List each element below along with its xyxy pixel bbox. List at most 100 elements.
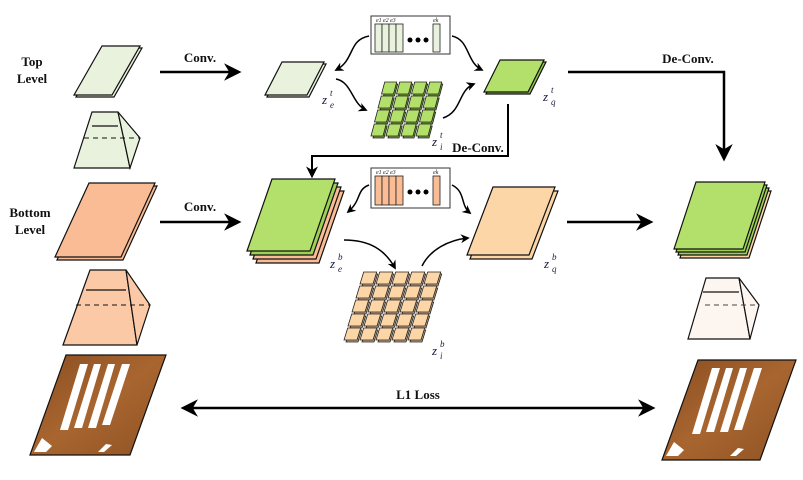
bottom-zq-feature-map	[466, 186, 559, 260]
grid-tile	[395, 81, 413, 95]
grid-tile	[373, 109, 391, 123]
grid-tile	[411, 313, 430, 327]
grid-tile	[359, 271, 378, 285]
top-codebook-e3: e3	[390, 18, 396, 24]
bottom-codebook-ek: ek	[433, 170, 439, 176]
grid-tile	[403, 109, 421, 123]
top-deconv-right-label: De-Conv.	[662, 51, 714, 66]
top-zi-to-zq-arrow	[442, 82, 476, 119]
bottom-zq-variable: z b q	[543, 252, 557, 274]
grid-tile	[391, 327, 410, 341]
grid-tile	[347, 313, 366, 327]
grid-tile	[415, 299, 434, 313]
bottom-level-label: Bottom Level	[9, 205, 50, 237]
grid-tile	[387, 285, 406, 299]
grid-tile	[363, 313, 382, 327]
reconstructed-image	[661, 359, 797, 461]
grid-tile	[407, 271, 426, 285]
bottom-zi-grid	[343, 271, 443, 343]
grid-tile	[385, 123, 402, 137]
bottom-codebook: e1 e2 e3 ek	[370, 167, 451, 209]
top-input-feature-map	[72, 45, 144, 98]
bottom-zq-sup: b	[552, 252, 557, 262]
top-zi-grid	[370, 81, 444, 139]
bottom-ze-base: z	[329, 256, 335, 271]
bottom-zi-sup: b	[440, 339, 445, 349]
top-conv-label: Conv.	[184, 50, 216, 65]
bottom-ze-to-zi-arrow	[343, 239, 396, 270]
top-input-volume	[73, 111, 141, 171]
bottom-conv-label: Conv.	[184, 199, 216, 214]
top-ze-sup: t	[330, 88, 333, 98]
bottom-codebook-e2: e2	[383, 170, 389, 176]
grid-tile	[425, 81, 443, 95]
top-zi-base: z	[431, 134, 437, 149]
bottom-ze-variable: z b e	[329, 252, 343, 274]
top-codebook-to-zq-arrow	[451, 35, 484, 71]
l1-loss-label: L1 Loss	[396, 387, 440, 402]
top-ze-sub: e	[330, 100, 334, 110]
bottom-codebook-to-zq-arrow	[451, 184, 472, 215]
grid-tile	[370, 123, 387, 137]
top-deconv-down-arrow	[306, 104, 509, 179]
top-deconv-right-arrow	[568, 70, 733, 162]
input-image	[29, 354, 167, 456]
top-zi-sup: t	[440, 130, 443, 140]
top-zi-variable: z t i	[431, 130, 443, 152]
grid-tile	[375, 327, 394, 341]
grid-tile	[403, 285, 422, 299]
bottom-codebook-vectors	[374, 175, 441, 206]
bottom-codebook-e1: e1	[376, 170, 382, 176]
top-zq-sub: q	[551, 97, 556, 107]
grid-tile	[392, 95, 409, 109]
top-deconv-down-label: De-Conv.	[452, 140, 504, 155]
grid-tile	[395, 313, 414, 327]
top-ze-feature-map	[264, 61, 327, 98]
top-level-label-line1: Top	[21, 54, 42, 69]
top-codebook-vectors	[374, 23, 441, 53]
bottom-level-label-line1: Bottom	[9, 205, 50, 220]
top-codebook-ellipsis	[407, 37, 429, 43]
grid-tile	[371, 285, 390, 299]
bottom-zi-variable: z b i	[431, 339, 445, 361]
bottom-zi-sub: i	[440, 351, 443, 361]
bottom-ze-sup: b	[338, 252, 343, 262]
grid-tile	[377, 95, 394, 109]
bottom-input-feature-map	[54, 182, 158, 261]
bottom-zi-base: z	[431, 343, 437, 358]
bottom-codebook-to-ze-arrow	[346, 184, 370, 214]
grid-tile	[410, 81, 428, 95]
output-volume	[687, 277, 760, 340]
grid-tile	[367, 299, 386, 313]
bottom-codebook-e3: e3	[390, 170, 396, 176]
grid-tile	[422, 95, 439, 109]
grid-tile	[388, 109, 406, 123]
top-level-label: Top Level	[17, 54, 48, 86]
top-zq-base: z	[542, 89, 548, 104]
grid-tile	[343, 327, 362, 341]
grid-tile	[375, 271, 394, 285]
top-codebook-ek: ek	[433, 18, 439, 24]
grid-tile	[359, 327, 378, 341]
top-level-label-line2: Level	[17, 71, 48, 86]
bottom-input-volume	[62, 269, 151, 346]
bottom-zq-sub: q	[552, 264, 557, 274]
grid-tile	[383, 299, 402, 313]
grid-tile	[399, 299, 418, 313]
top-zi-sub: i	[440, 142, 443, 152]
bottom-ze-feature-map-stack	[246, 178, 345, 264]
top-ze-to-zi-arrow	[335, 78, 368, 112]
output-feature-map-stack	[673, 181, 772, 259]
top-codebook-to-ze-arrow	[334, 35, 370, 71]
grid-tile	[407, 95, 424, 109]
grid-tile	[419, 285, 438, 299]
top-ze-variable: z t e	[321, 88, 334, 110]
bottom-level-label-line2: Level	[15, 222, 46, 237]
grid-tile	[380, 81, 398, 95]
bottom-codebook-ellipsis	[407, 189, 429, 195]
top-zq-variable: z t q	[542, 85, 556, 107]
top-codebook-e2: e2	[383, 18, 389, 24]
grid-tile	[423, 271, 442, 285]
top-ze-base: z	[321, 92, 327, 107]
